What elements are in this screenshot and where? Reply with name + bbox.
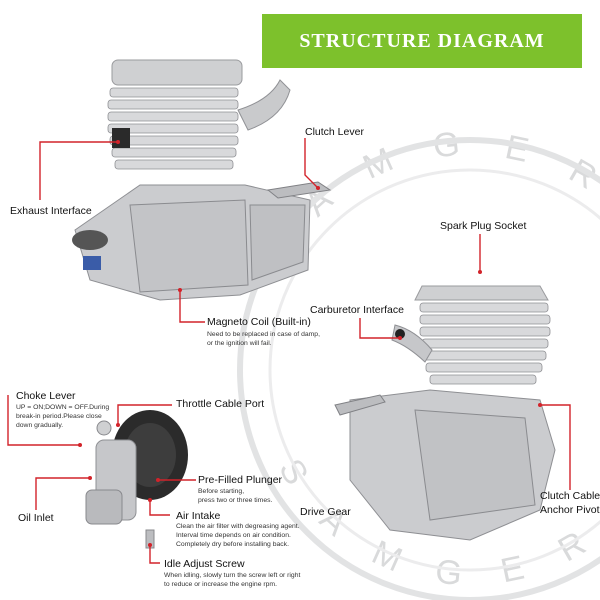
engine-top-illustration: [72, 59, 332, 301]
label-idle-adjust-screw: Idle Adjust Screw: [164, 558, 245, 570]
note-magneto-1: Need to be replaced in case of damp,: [207, 331, 320, 338]
watermark-letter: G: [434, 553, 464, 594]
watermark-letter: R: [552, 524, 592, 569]
note-air-3: Completely dry before installing back.: [176, 541, 289, 548]
label-throttle-cable-port: Throttle Cable Port: [176, 398, 265, 410]
page-title: STRUCTURE DIAGRAM: [299, 29, 545, 52]
engine-right-illustration: [334, 285, 556, 541]
carburetor-illustration: [85, 410, 188, 549]
note-air-1: Clean the air filter with degreasing age…: [176, 523, 300, 530]
label-drive-gear: Drive Gear: [300, 506, 351, 518]
note-plunger-1: Before starting,: [198, 488, 245, 495]
label-clutch-lever: Clutch Lever: [305, 126, 364, 138]
note-magneto-2: or the ignition will fail.: [207, 340, 272, 347]
label-oil-inlet: Oil Inlet: [18, 512, 54, 524]
leader-lines: [7, 138, 571, 564]
watermark-letter: E: [497, 549, 527, 591]
label-spark-plug-socket: Spark Plug Socket: [440, 220, 527, 232]
label-magneto-coil: Magneto Coil (Built-in): [207, 316, 311, 328]
label-exhaust-interface: Exhaust Interface: [10, 205, 92, 217]
note-choke-1: UP = ON;DOWN = OFF.During: [16, 404, 110, 411]
title-banner: STRUCTURE DIAGRAM: [262, 14, 582, 68]
label-pre-filled-plunger: Pre-Filled Plunger: [198, 474, 283, 486]
label-choke-lever: Choke Lever: [16, 390, 76, 402]
note-choke-3: down gradually.: [16, 422, 64, 429]
note-choke-2: break-in period.Please close: [16, 413, 102, 420]
label-clutch-cable-line2: Anchor Pivot: [540, 504, 600, 516]
note-idle-1: When idling, slowly turn the screw left …: [164, 572, 301, 579]
label-carburetor-interface: Carburetor Interface: [310, 304, 404, 316]
note-plunger-2: press two or three times.: [198, 497, 273, 504]
note-idle-2: to reduce or increase the engine rpm.: [164, 581, 277, 588]
label-air-intake: Air Intake: [176, 510, 221, 522]
watermark: [237, 137, 600, 600]
label-clutch-cable-line1: Clutch Cable: [540, 490, 600, 502]
note-air-2: Interval time depends on air condition.: [176, 532, 291, 539]
